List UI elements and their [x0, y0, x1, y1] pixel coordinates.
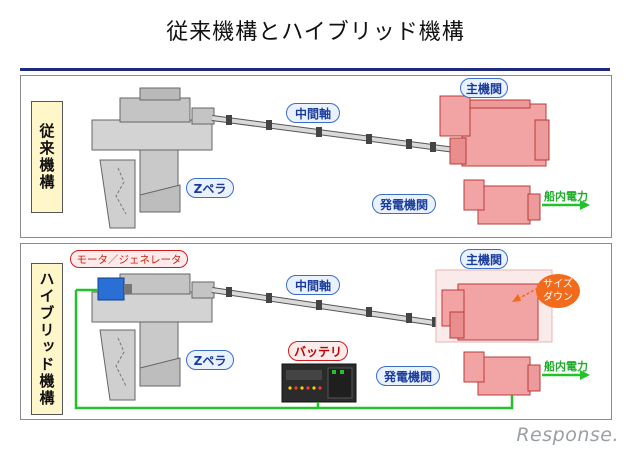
battery-unit	[281, 363, 357, 403]
response-watermark: Response.	[516, 424, 619, 446]
conventional-generator-engine	[463, 179, 541, 225]
size-down-line-1: サイズ	[543, 279, 573, 290]
conventional-generator-label: 発電機関	[372, 194, 436, 214]
conventional-shaft	[211, 115, 456, 153]
motor-generator-label: モータ／ジェネレータ	[70, 250, 188, 268]
size-down-badge: サイズ ダウン	[536, 274, 580, 308]
hybrid-power-arrow	[542, 370, 590, 380]
conventional-power-arrow	[542, 200, 590, 210]
size-down-line-2: ダウン	[543, 292, 573, 303]
hybrid-generator-engine	[463, 351, 541, 396]
hybrid-shaft	[211, 287, 456, 329]
conventional-shaft-label: 中間軸	[286, 103, 340, 123]
conventional-label: 従来機構	[31, 101, 63, 213]
size-down-arrow	[512, 287, 539, 302]
hybrid-z-drive	[91, 273, 215, 401]
hybrid-shaft-label: 中間軸	[286, 275, 340, 295]
hybrid-generator-label: 発電機関	[376, 366, 440, 386]
conventional-z-drive	[91, 87, 215, 229]
power-wiring	[74, 288, 514, 410]
hybrid-main-engine	[435, 269, 553, 343]
conventional-main-engine	[439, 95, 550, 167]
conventional-zpeller-label: Zペラ	[186, 178, 234, 198]
hybrid-label: ハイブリッド機構	[31, 263, 63, 415]
page-title: 従来機構とハイブリッド機構	[166, 20, 465, 45]
hybrid-onboard-power-label: 船内電力	[544, 360, 588, 373]
conventional-main-engine-label: 主機関	[460, 78, 508, 98]
title-rule	[20, 68, 610, 71]
hybrid-zpeller-label: Zペラ	[186, 350, 234, 370]
conventional-onboard-power-label: 船内電力	[544, 190, 588, 203]
battery-label: バッテリ	[288, 341, 348, 361]
hybrid-main-engine-label: 主機関	[460, 249, 508, 269]
